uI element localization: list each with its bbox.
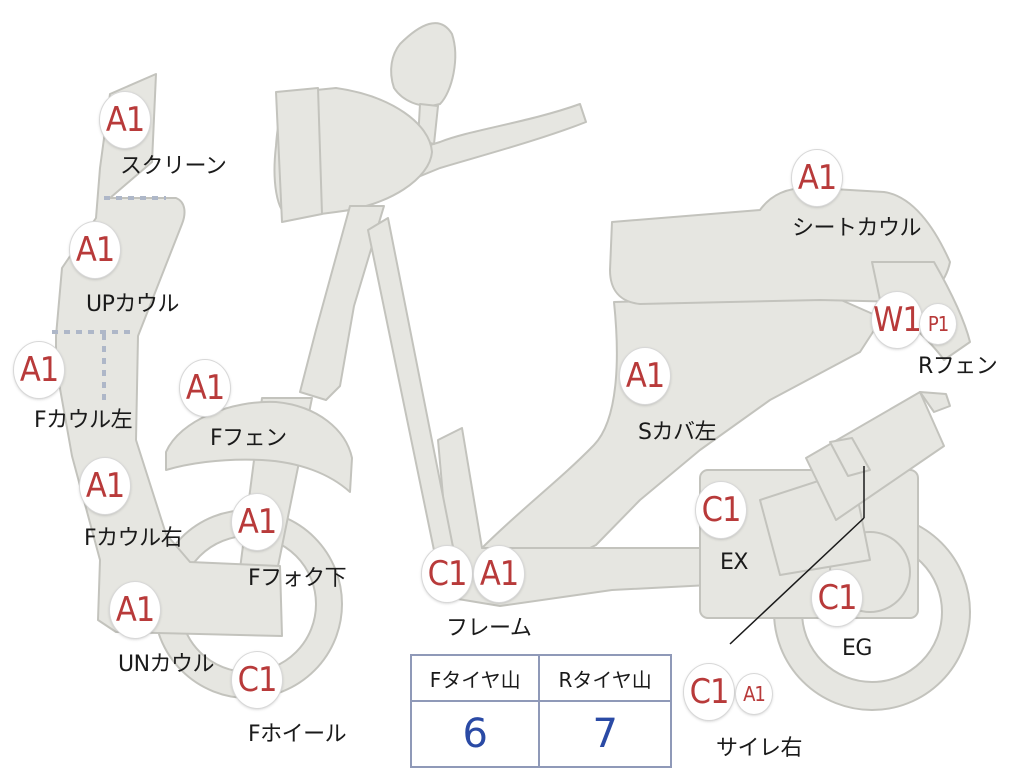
label-f-fork-lower: Fフォク下 [248, 566, 347, 591]
marker-exhaust: C1 [696, 482, 746, 538]
label-exhaust: EX [720, 550, 748, 575]
marker-muffler-c1: C1 [684, 664, 734, 720]
marker-f-fender: A1 [180, 360, 230, 416]
seat-shape [609, 186, 951, 305]
marker-frame-c1: C1 [422, 546, 472, 602]
label-frame: フレーム [446, 616, 532, 641]
marker-f-cowl-right: A1 [80, 458, 130, 514]
marker-up-cowl: A1 [70, 222, 120, 278]
label-muffler-right: サイレ右 [716, 736, 803, 761]
marker-engine: C1 [812, 570, 862, 626]
label-screen: スクリーン [120, 154, 227, 179]
label-f-cowl-left: Fカウル左 [34, 408, 133, 433]
muffler-pointer-line [729, 517, 865, 645]
marker-f-wheel: C1 [232, 652, 282, 708]
label-f-cowl-right: Fカウル右 [84, 526, 183, 551]
value-front-tire: 6 [409, 700, 541, 768]
label-r-fender: Rフェン [918, 354, 998, 379]
value-rear-tire: 7 [538, 700, 672, 768]
label-s-cover-left: Sカバ左 [638, 420, 716, 445]
marker-r-fender-p1: P1 [920, 304, 956, 344]
marker-s-cover-left: A1 [620, 348, 670, 404]
table-header-row: Fタイヤ山 Rタイヤ山 [409, 654, 672, 702]
label-un-cowl: UNカウル [118, 652, 215, 677]
marker-seat-cowl: A1 [792, 150, 842, 206]
tire-tread-table: Fタイヤ山 Rタイヤ山 6 7 [409, 654, 672, 768]
mirror-shape [390, 22, 457, 107]
marker-muffler-a1: A1 [736, 674, 772, 714]
label-f-fender: Fフェン [210, 426, 287, 451]
label-f-wheel: Fホイール [248, 722, 347, 747]
label-engine: EG [842, 636, 872, 661]
front-fender-shape [165, 400, 353, 493]
marker-r-fender-w1: W1 [872, 292, 922, 348]
marker-un-cowl: A1 [110, 582, 160, 638]
label-up-cowl: UPカウル [86, 292, 179, 317]
label-seat-cowl: シートカウル [792, 216, 922, 241]
marker-f-cowl-left: A1 [14, 342, 64, 398]
header-front-tire: Fタイヤ山 [409, 654, 541, 702]
marker-screen: A1 [100, 92, 150, 148]
airbox-shape [805, 391, 945, 521]
marker-f-fork-lower: A1 [232, 494, 282, 550]
header-rear-tire: Rタイヤ山 [538, 654, 672, 702]
table-value-row: 6 7 [409, 700, 672, 768]
marker-frame-a1: A1 [474, 546, 524, 602]
side-cover-shape [481, 295, 883, 549]
